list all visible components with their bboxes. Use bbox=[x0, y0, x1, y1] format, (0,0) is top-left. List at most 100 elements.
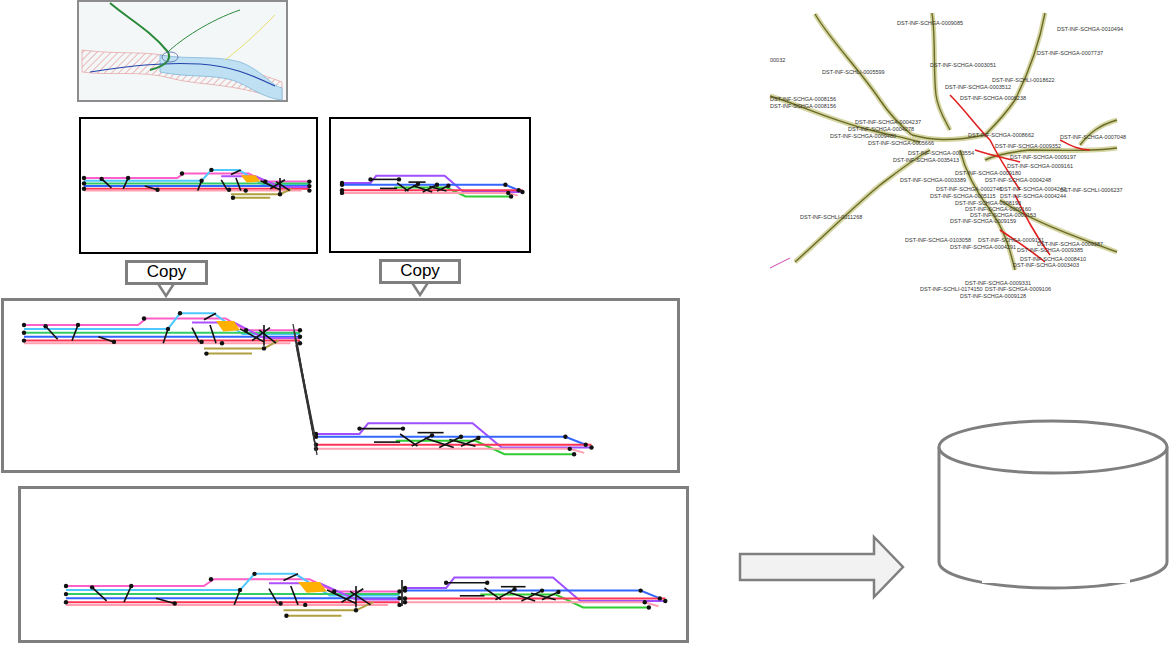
map-label: DST-INF-SCHLI-0018622 bbox=[992, 78, 1055, 84]
map-label: DST-INF-SCHGA-0007048 bbox=[1060, 135, 1126, 141]
node-dot bbox=[284, 614, 288, 618]
node-dot bbox=[263, 179, 267, 183]
node-dot bbox=[540, 588, 544, 592]
node-dot bbox=[563, 435, 567, 439]
node-dot bbox=[220, 341, 224, 345]
track-line bbox=[342, 189, 523, 191]
switch-line bbox=[270, 180, 285, 189]
map-label: DST-INF-SCHGA-0004291 bbox=[950, 245, 1016, 251]
node-dot bbox=[403, 596, 407, 600]
node-dot bbox=[262, 346, 266, 350]
map-label: DST-INF-SCHGA-0002746 bbox=[936, 187, 1002, 193]
map-label: DST-INF-SCHGA-0009153 bbox=[970, 213, 1036, 219]
node-dot bbox=[22, 331, 26, 335]
node-dot bbox=[647, 605, 651, 609]
node-dot bbox=[129, 584, 133, 588]
node-dot bbox=[43, 324, 47, 328]
node-dot bbox=[485, 581, 489, 585]
road-line bbox=[168, 10, 240, 52]
map-label: DST-INF-SCHGA-0005115 bbox=[930, 194, 996, 200]
switch-line bbox=[156, 598, 175, 603]
track-line bbox=[316, 449, 584, 453]
node-dot bbox=[227, 188, 231, 192]
switch-line bbox=[210, 325, 216, 343]
map-label: DST-INF-SCHGA-0008156 bbox=[770, 97, 836, 103]
map-label: DST-INF-SCHGA-0009085 bbox=[897, 21, 963, 27]
map-label: DST-INF-SCHGA-0009160 bbox=[965, 207, 1031, 213]
switch-line bbox=[380, 188, 397, 190]
track-line bbox=[24, 332, 300, 334]
road-line bbox=[225, 15, 275, 60]
track-line bbox=[84, 190, 302, 192]
node-dot bbox=[446, 184, 450, 188]
road-glow bbox=[770, 96, 920, 142]
map-label: DST-INF-SCHLI-0174150 bbox=[920, 287, 983, 293]
node-dot bbox=[64, 600, 68, 604]
map-label: DST-INF-SCHGA-0004237 bbox=[855, 120, 921, 126]
node-dot bbox=[340, 183, 344, 187]
node-dot bbox=[584, 443, 588, 447]
node-dot bbox=[298, 341, 302, 345]
node-dot bbox=[520, 190, 524, 194]
track-schematic bbox=[340, 176, 525, 199]
track-line bbox=[233, 197, 270, 199]
map-label: DST-INF-SCHLI-0006237 bbox=[1060, 188, 1123, 194]
map-label: DST-INF-SCHLI-0011268 bbox=[800, 215, 862, 221]
track-line bbox=[24, 342, 290, 344]
node-dot bbox=[430, 433, 434, 437]
node-dot bbox=[476, 436, 480, 440]
road-glow bbox=[985, 13, 1045, 135]
map-label: DST-INF-SCHGA-0007737 bbox=[1037, 51, 1103, 57]
thumbnail-frame bbox=[78, 1, 287, 101]
route-line bbox=[770, 258, 790, 268]
switch-line bbox=[342, 589, 364, 603]
switch-line bbox=[46, 326, 58, 339]
callout-text: Copy bbox=[147, 263, 187, 282]
map-label: DST-INF-SCHGA-0035413 bbox=[893, 158, 959, 164]
road-line bbox=[985, 13, 1045, 135]
switch-line bbox=[204, 313, 216, 320]
track-line bbox=[316, 423, 592, 447]
node-dot bbox=[435, 183, 439, 187]
node-dot bbox=[22, 338, 26, 342]
track-line bbox=[286, 615, 341, 617]
road-line bbox=[770, 96, 920, 142]
node-dot bbox=[307, 184, 311, 188]
switch-line bbox=[412, 435, 432, 446]
map-label: DST-INF-SCHGA-0004244 bbox=[1000, 194, 1066, 200]
switch-line bbox=[263, 325, 265, 346]
node-dot bbox=[512, 587, 516, 591]
road-glow bbox=[795, 150, 930, 262]
map-label: DST-INF-SCHGA-0008410 bbox=[1020, 257, 1086, 263]
switch-line bbox=[446, 582, 487, 584]
track-patch bbox=[298, 582, 327, 593]
switch-line bbox=[460, 595, 485, 597]
map-label: DST-INF-SCHGA-0009352 bbox=[995, 144, 1061, 150]
callout-box: Copy bbox=[125, 260, 208, 285]
road-line bbox=[1080, 120, 1117, 145]
node-dot bbox=[252, 572, 256, 576]
node-dot bbox=[298, 328, 302, 332]
merged-frame bbox=[20, 488, 688, 642]
track-line bbox=[342, 176, 523, 192]
node-dot bbox=[416, 182, 420, 186]
node-dot bbox=[90, 585, 94, 589]
switch-line bbox=[92, 587, 107, 601]
node-dot bbox=[509, 194, 513, 198]
track-line bbox=[342, 193, 518, 196]
switch-line bbox=[291, 586, 298, 605]
track-schematic bbox=[314, 423, 594, 456]
map-label: DST-INF-SCHGA-0003512 bbox=[945, 85, 1011, 91]
road-glow bbox=[932, 13, 950, 130]
node-dot bbox=[403, 600, 407, 604]
node-dot bbox=[397, 596, 401, 600]
combined-frame bbox=[3, 300, 679, 472]
node-dot bbox=[64, 592, 68, 596]
node-dot bbox=[397, 589, 401, 593]
track-schematic bbox=[82, 168, 312, 200]
track-patch bbox=[241, 175, 261, 182]
node-dot bbox=[589, 445, 593, 449]
switch-line bbox=[276, 182, 290, 191]
map-label: DST-INF-SCHGA-0103058 bbox=[905, 238, 971, 244]
track-line bbox=[480, 595, 649, 608]
